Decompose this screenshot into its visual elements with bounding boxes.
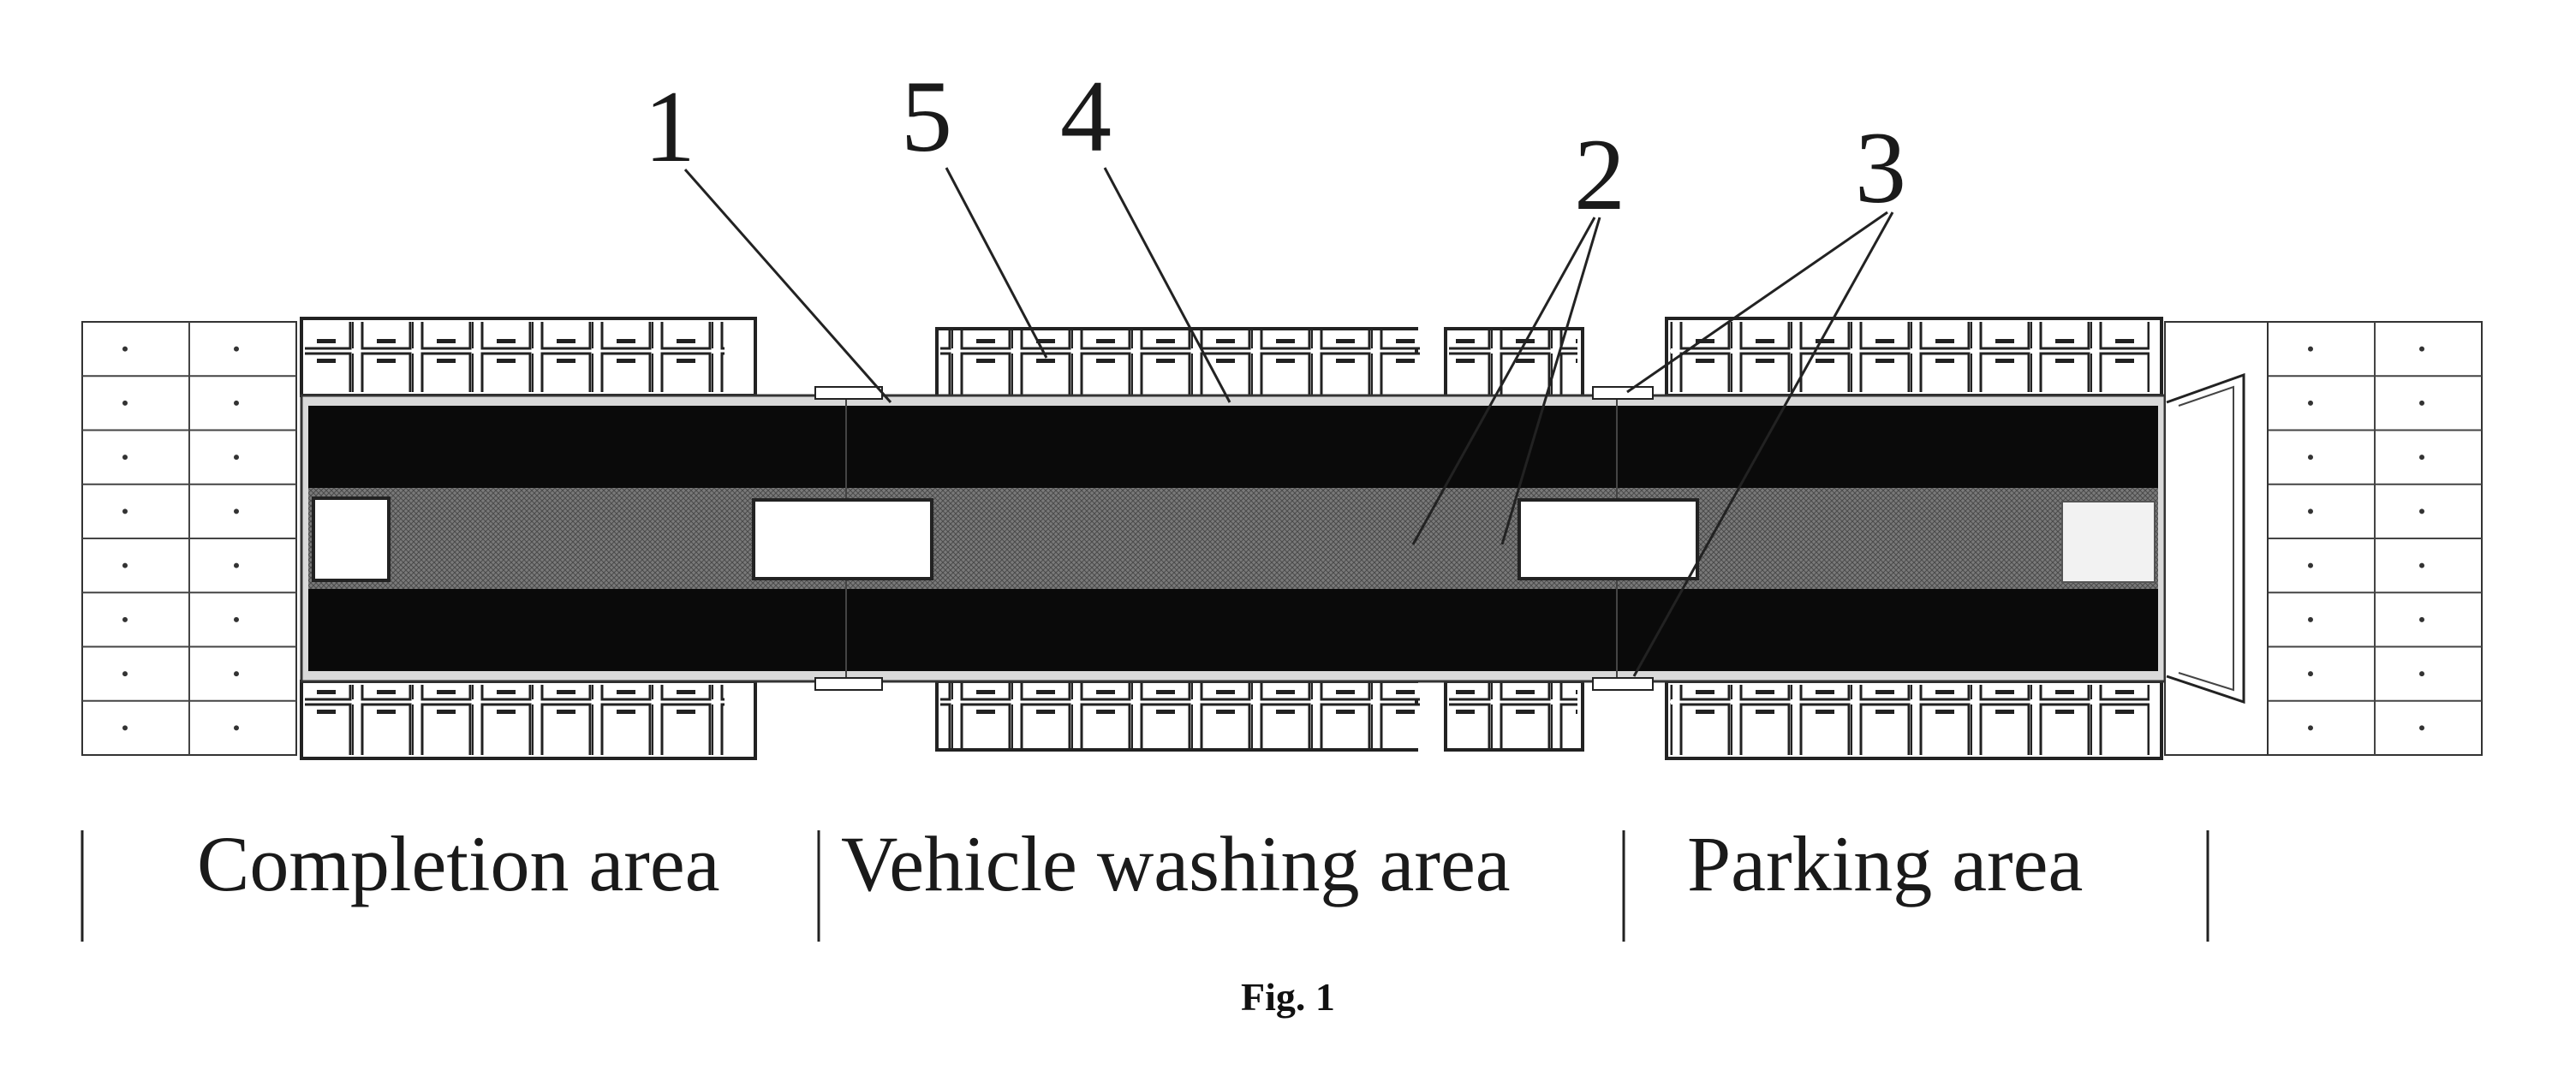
- carriage-middle: [752, 498, 933, 580]
- left-apron: [81, 321, 297, 756]
- leader-lines: [683, 167, 1894, 677]
- apron-dot: [234, 400, 239, 406]
- leader-2b: [1500, 217, 1601, 545]
- apron-dot: [2419, 346, 2424, 352]
- apron-dot: [2419, 671, 2424, 677]
- apron-dot: [2419, 562, 2424, 568]
- apron-dot: [2308, 346, 2313, 352]
- apron-dot: [234, 671, 239, 677]
- connector-top-right: [1592, 386, 1654, 400]
- apron-dot: [122, 455, 128, 461]
- apron-dot: [2419, 616, 2424, 622]
- area-separators: [80, 830, 2209, 942]
- upper-track: [308, 406, 2158, 488]
- apron-dot: [2308, 562, 2313, 568]
- apron-dot: [234, 725, 239, 731]
- apron-dot: [2419, 455, 2424, 461]
- right-apron: [2267, 321, 2483, 756]
- apron-dot: [234, 562, 239, 568]
- carriage-right: [1518, 498, 1699, 580]
- leader-3b: [1632, 211, 1894, 677]
- leader-5: [945, 167, 1048, 359]
- completion-area-label: Completion area: [197, 820, 720, 907]
- apron-dot: [2419, 508, 2424, 514]
- bay-row-top-left: [300, 317, 757, 397]
- central-rail: [308, 488, 2158, 589]
- apron-dot: [122, 671, 128, 677]
- exit-funnel: [2164, 321, 2269, 756]
- leader-2a: [1411, 217, 1596, 545]
- apron-dot: [2308, 455, 2313, 461]
- apron-dot: [2308, 616, 2313, 622]
- apron-dot: [2308, 508, 2313, 514]
- apron-dot: [234, 455, 239, 461]
- apron-dot: [2419, 725, 2424, 731]
- figure-caption: Fig. 1: [1241, 975, 1335, 1019]
- numeral-1: 1: [644, 69, 695, 183]
- apron-dot: [122, 346, 128, 352]
- parking-area-label: Parking area: [1687, 820, 2083, 907]
- connector-bottom-right: [1592, 677, 1654, 691]
- apron-dot: [2308, 671, 2313, 677]
- lower-track: [308, 589, 2158, 671]
- leader-4: [1103, 167, 1231, 403]
- apron-dot: [234, 508, 239, 514]
- apron-dot: [2308, 400, 2313, 406]
- end-stop: [2061, 501, 2156, 583]
- apron-dot: [122, 400, 128, 406]
- apron-dot: [122, 562, 128, 568]
- leader-1: [683, 169, 892, 403]
- apron-dot: [2308, 725, 2313, 731]
- vehicle-washing-area-label: Vehicle washing area: [841, 820, 1511, 907]
- main-transfer-body: [300, 394, 2167, 683]
- numeral-5: 5: [901, 59, 952, 173]
- numeral-4: 4: [1060, 59, 1112, 173]
- apron-dot: [234, 346, 239, 352]
- apron-dot: [2419, 400, 2424, 406]
- apron-dot: [122, 616, 128, 622]
- bay-row-bottom-left: [300, 680, 757, 760]
- connector-bottom-left: [814, 677, 883, 691]
- carriage-left: [312, 496, 391, 582]
- bay-row-bottom-middle: [935, 680, 1420, 752]
- apron-dot: [122, 725, 128, 731]
- leader-3a: [1626, 211, 1888, 394]
- bay-row-bottom-small: [1444, 680, 1584, 752]
- connector-top-left: [814, 386, 883, 400]
- apron-dot: [122, 508, 128, 514]
- apron-dot: [234, 616, 239, 622]
- numeral-3: 3: [1855, 110, 1906, 224]
- bay-row-top-middle: [935, 327, 1420, 399]
- numeral-2: 2: [1574, 117, 1625, 231]
- bay-row-top-right: [1665, 317, 2163, 397]
- bay-row-bottom-right: [1665, 680, 2163, 760]
